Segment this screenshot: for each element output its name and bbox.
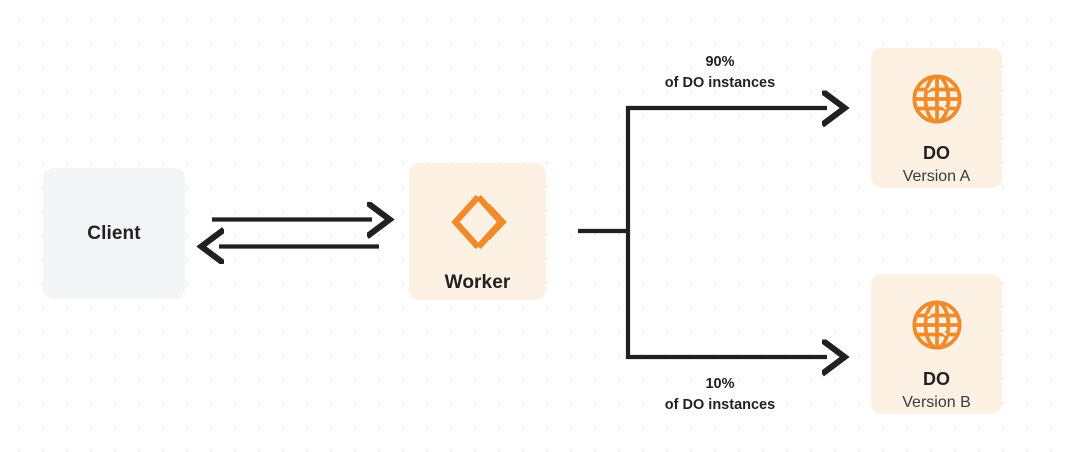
do-a-version-label: Version A bbox=[902, 167, 971, 185]
edge-label-do-a-percent: 90% bbox=[705, 54, 735, 70]
node-do-version-b[interactable]: DO Version B bbox=[871, 274, 1002, 414]
do-b-version-label: Version B bbox=[902, 393, 971, 411]
cloudflare-workers-icon bbox=[447, 191, 509, 258]
edge-label-do-a-caption: of DO instances bbox=[664, 74, 776, 91]
edge-label-do-a: 90% of DO instances bbox=[610, 52, 830, 93]
client-label: Client bbox=[87, 222, 141, 244]
edge-label-do-b-percent: 10% bbox=[705, 376, 735, 392]
do-a-label: DO bbox=[923, 143, 950, 163]
edge-label-do-b-caption: of DO instances bbox=[664, 396, 776, 413]
node-client[interactable]: Client bbox=[43, 168, 185, 299]
worker-label: Worker bbox=[444, 272, 511, 293]
node-worker[interactable]: Worker bbox=[409, 163, 546, 300]
do-b-label: DO bbox=[923, 369, 950, 389]
globe-icon bbox=[908, 296, 966, 359]
node-do-version-a[interactable]: DO Version A bbox=[871, 48, 1002, 188]
globe-icon bbox=[908, 70, 966, 133]
edge-label-do-b: 10% of DO instances bbox=[610, 374, 830, 415]
